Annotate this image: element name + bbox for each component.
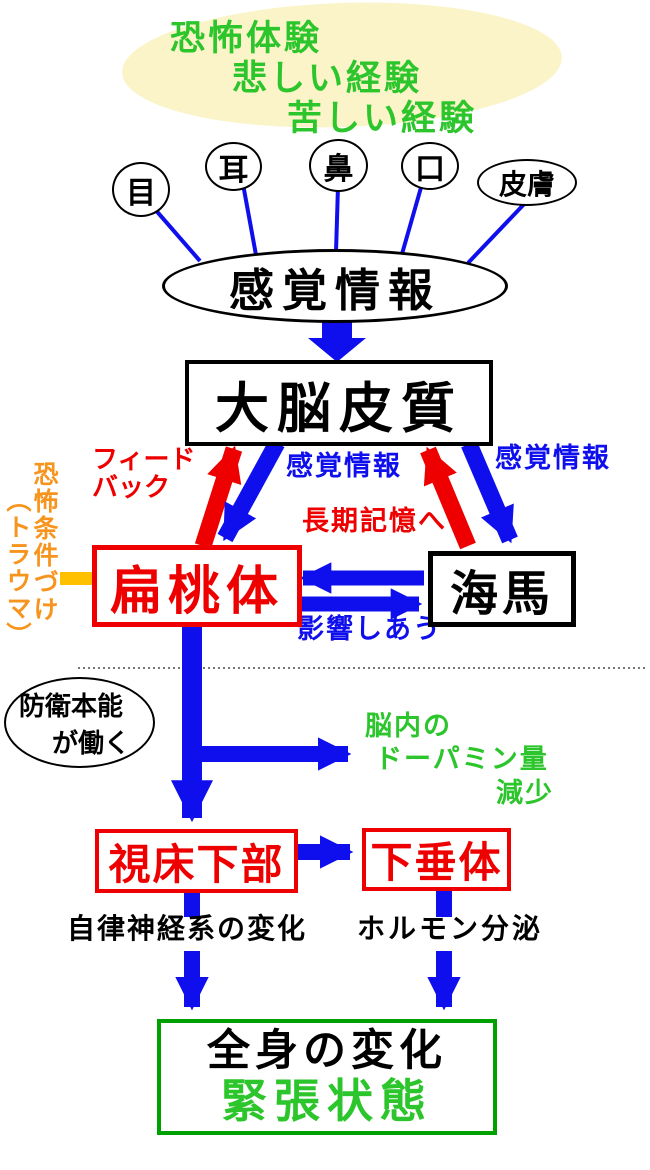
- label-long-term-memory: 長期記憶へ: [302, 506, 447, 537]
- organ-ear-label: 耳: [218, 152, 249, 188]
- organ-eye-label: 目: [126, 175, 156, 211]
- hypothalamus-label: 視床下部: [108, 839, 285, 889]
- defense-line1: 防衛本能: [19, 691, 124, 722]
- sensory-info-label: 感覚情報: [228, 263, 441, 317]
- fear-conditioning-paren-label: （トラウマ）: [3, 487, 32, 649]
- sensory-info-oval: 感覚情報: [162, 249, 508, 323]
- dopamine-note-line2: ドーパミン量: [375, 744, 549, 775]
- organ-mouth-label: 口: [415, 152, 445, 187]
- label-feedback-line1: フィード: [92, 445, 196, 475]
- arrow-feedback-amygdala-to-cortex: [194, 445, 243, 549]
- defense-line2: が働く: [52, 728, 131, 759]
- organ-mouth: 口: [401, 142, 459, 190]
- label-feedback: フィード バック: [92, 446, 195, 502]
- result-line1: 全身の変化: [207, 1025, 447, 1076]
- label-feedback-line2: バック: [92, 473, 171, 504]
- line-skin-to-sensory: [466, 198, 530, 265]
- cortex-label: 大脳皮質: [215, 376, 463, 440]
- pituitary-label: 下垂体: [370, 838, 503, 887]
- hippocampus-label: 海馬: [449, 566, 554, 622]
- line-nose-to-sensory: [334, 185, 340, 253]
- arrow-cortex-to-hippocampus: [461, 440, 518, 544]
- arrow-hippocampus-to-cortex: [420, 446, 476, 550]
- cortex-box: 大脳皮質: [185, 360, 493, 446]
- trauma-connector-bar: [60, 572, 94, 585]
- result-box: 全身の変化 緊張状態: [157, 1019, 497, 1135]
- hypothalamus-box: 視床下部: [95, 829, 298, 893]
- result-line2: 緊張状態: [221, 1074, 433, 1129]
- line-ear-to-sensory: [241, 183, 258, 256]
- label-autonomic-change: 自律神経系の変化: [67, 912, 308, 945]
- organ-skin: 皮膚: [477, 159, 577, 206]
- organ-nose: 鼻: [309, 139, 368, 192]
- fear-conditioning-label: 恐怖条件づけ: [30, 461, 59, 623]
- amygdala-label: 扁桃体: [109, 561, 284, 622]
- label-mutual-influence: 影響しあう: [297, 614, 442, 645]
- organ-skin-label: 皮膚: [498, 167, 555, 201]
- organ-eye: 目: [112, 162, 170, 217]
- dopamine-note-line3: 減少: [496, 778, 554, 809]
- label-hormone-secretion: ホルモン分泌: [357, 912, 544, 945]
- arrow-cortex-to-amygdala: [217, 438, 285, 543]
- organ-nose-label: 鼻: [323, 151, 354, 187]
- cloud-text-fear-experience: 恐怖体験: [170, 19, 323, 59]
- defense-instinct-oval: 防衛本能 が働く: [4, 677, 155, 768]
- pituitary-box: 下垂体: [362, 828, 511, 891]
- line-mouth-to-sensory: [400, 183, 424, 255]
- amygdala-box: 扁桃体: [92, 545, 302, 627]
- label-sensory-left: 感覚情報: [286, 451, 402, 482]
- cloud-text-sad-experience: 悲しい経験: [232, 59, 423, 99]
- organ-ear: 耳: [205, 142, 262, 191]
- dopamine-note-line1: 脳内の: [365, 711, 452, 742]
- hippocampus-box: 海馬: [428, 551, 576, 627]
- arrow-sensory-to-cortex: [308, 316, 366, 362]
- cloud-text-painful-experience: 苦しい経験: [287, 99, 478, 139]
- label-sensory-right: 感覚情報: [495, 443, 611, 474]
- line-eye-to-sensory: [151, 205, 202, 263]
